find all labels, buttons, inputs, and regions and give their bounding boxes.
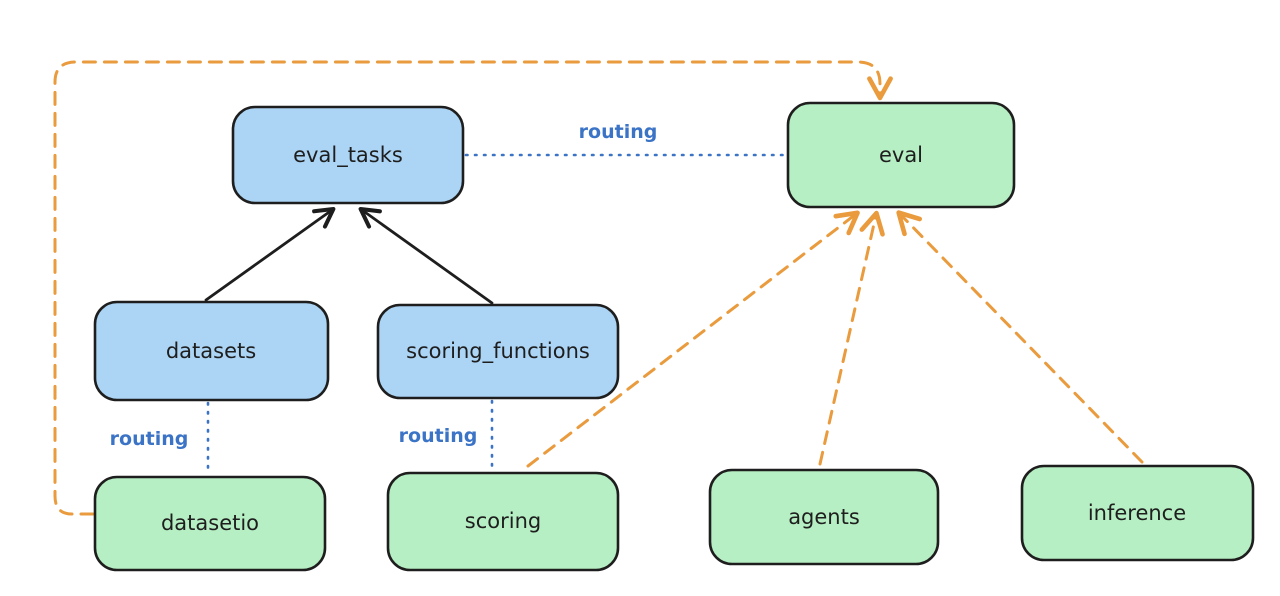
node-datasets-label: datasets (166, 339, 256, 363)
node-datasetio: datasetio (93, 475, 327, 572)
edge-inference-to-eval (896, 210, 1144, 464)
edge-scoring-to-eval (526, 210, 860, 468)
node-eval-tasks: eval_tasks (231, 105, 465, 205)
node-agents-label: agents (788, 505, 860, 529)
node-scoring-functions: scoring_functions (376, 303, 620, 400)
node-datasetio-label: datasetio (161, 511, 259, 535)
node-eval: eval (786, 101, 1016, 209)
node-datasets: datasets (93, 300, 330, 402)
routing-label-datasets-datasetio: routing (110, 428, 189, 450)
node-eval-tasks-label: eval_tasks (293, 143, 403, 168)
routing-label-eval-tasks-eval: routing (579, 121, 658, 143)
node-scoring-label: scoring (465, 509, 541, 533)
edge-datasetio-to-eval-loop (53, 60, 893, 516)
node-inference-label: inference (1088, 501, 1186, 525)
edge-agents-to-eval (818, 210, 885, 466)
node-agents: agents (708, 468, 940, 566)
routing-label-scoring-functions-scoring: routing (399, 425, 478, 447)
edge-datasets-to-eval-tasks (204, 206, 336, 302)
node-inference: inference (1020, 464, 1255, 562)
node-scoring-functions-label: scoring_functions (406, 339, 590, 364)
edge-scoring-functions-to-eval-tasks (358, 206, 494, 305)
node-eval-label: eval (879, 143, 923, 167)
node-scoring: scoring (386, 471, 620, 572)
